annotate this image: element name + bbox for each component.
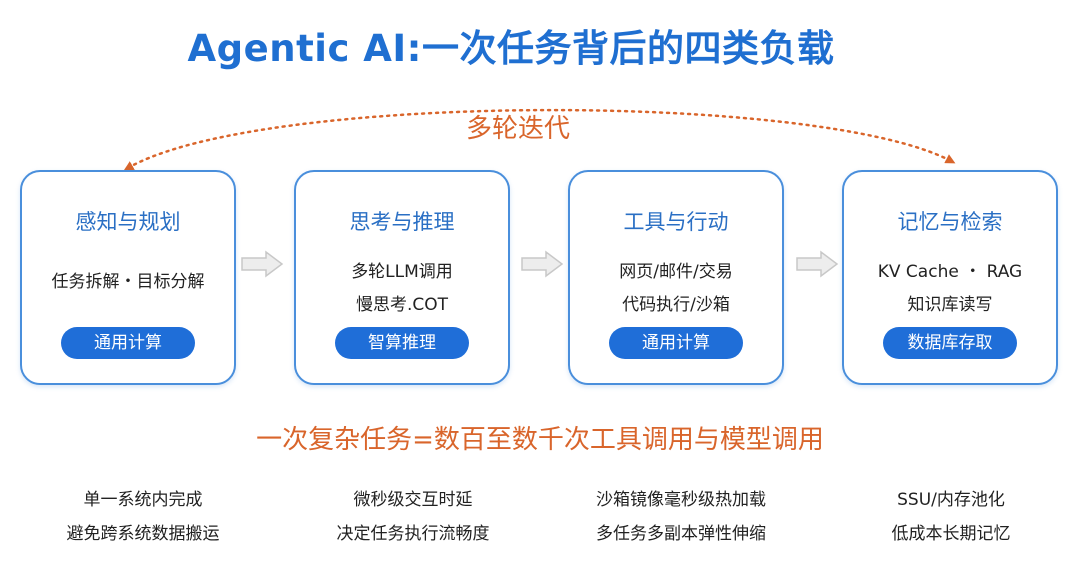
right-arrow-icon: [241, 250, 284, 278]
stage-card-reasoning: 思考与推理 多轮LLM调用 慢思考.COT 智算推理: [294, 170, 510, 385]
stage-desc: KV Cache ・ RAG 知识库读写: [844, 256, 1056, 322]
footnote-perception: 单一系统内完成 避免跨系统数据搬运: [18, 483, 268, 551]
footnote-line: 微秒级交互时延: [353, 490, 473, 510]
stage-card-action: 工具与行动 网页/邮件/交易 代码执行/沙箱 通用计算: [568, 170, 784, 385]
stage-title: 工具与行动: [623, 210, 729, 234]
stage-title: 记忆与检索: [897, 210, 1003, 234]
stage-card-memory: 记忆与检索 KV Cache ・ RAG 知识库读写 数据库存取: [842, 170, 1058, 385]
right-arrow-icon: [521, 250, 564, 278]
stage-badge: 数据库存取: [883, 327, 1017, 359]
stage-line: 任务拆解・目标分解: [51, 272, 205, 292]
footnote-line: SSU/内存池化: [897, 490, 1005, 510]
footnote-line: 决定任务执行流畅度: [336, 524, 490, 544]
footnote-reasoning: 微秒级交互时延 决定任务执行流畅度: [288, 483, 538, 551]
stage-line: 多轮LLM调用: [351, 262, 453, 282]
stage-line: 慢思考.COT: [355, 295, 449, 315]
footnote-memory: SSU/内存池化 低成本长期记忆: [826, 483, 1076, 551]
stage-line: 知识库读写: [907, 295, 993, 315]
task-equation: 一次复杂任务=数百至数千次工具调用与模型调用: [256, 425, 824, 455]
stage-line: 网页/邮件/交易: [619, 262, 733, 282]
stage-line: KV Cache ・ RAG: [877, 262, 1023, 282]
loop-label: 多轮迭代: [465, 114, 570, 144]
footnote-line: 避免跨系统数据搬运: [66, 524, 220, 544]
footnote-line: 低成本长期记忆: [891, 524, 1011, 544]
footnote-line: 单一系统内完成: [83, 490, 203, 510]
page-title: Agentic AI:一次任务背后的四类负载: [187, 27, 835, 70]
stage-desc: 任务拆解・目标分解: [22, 266, 234, 299]
footnote-action: 沙箱镜像毫秒级热加载 多任务多副本弹性伸缩: [556, 483, 806, 551]
stage-badge: 智算推理: [335, 327, 469, 359]
footnote-line: 多任务多副本弹性伸缩: [596, 524, 766, 544]
stage-line: 代码执行/沙箱: [622, 295, 730, 315]
stage-card-perception: 感知与规划 任务拆解・目标分解 通用计算: [20, 170, 236, 385]
footnote-line: 沙箱镜像毫秒级热加载: [596, 490, 766, 510]
stage-title: 思考与推理: [349, 210, 455, 234]
right-arrow-icon: [796, 250, 839, 278]
stage-desc: 网页/邮件/交易 代码执行/沙箱: [570, 256, 782, 322]
stage-title: 感知与规划: [75, 210, 181, 234]
stage-badge: 通用计算: [609, 327, 743, 359]
stage-desc: 多轮LLM调用 慢思考.COT: [296, 256, 508, 322]
stage-badge: 通用计算: [61, 327, 195, 359]
